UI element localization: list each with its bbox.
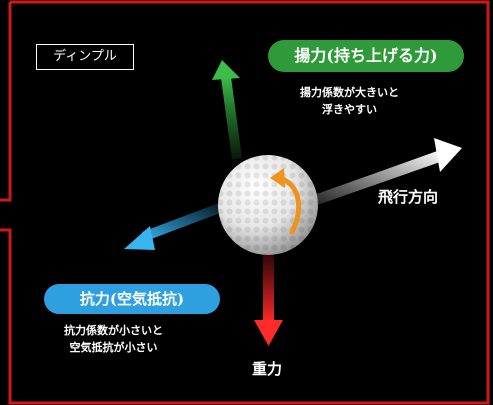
golf-ball — [218, 155, 318, 255]
drag-description: 抗力係数が小さいと 空気抵抗が小さい — [64, 322, 163, 356]
drag-title-badge: 抗力(空気抵抗) — [44, 284, 220, 314]
drag-description-line-1: 抗力係数が小さいと — [64, 324, 163, 337]
dimple-label: ディンプル — [36, 44, 134, 70]
drag-description-line-2: 空気抵抗が小さい — [69, 341, 158, 354]
lift-description-line-1: 揚力係数が大きいと — [300, 86, 399, 99]
flight-arrow — [300, 138, 462, 210]
lift-title-badge: 揚力(持ち上げる力) — [268, 40, 464, 72]
drag-arrow — [124, 201, 228, 250]
lift-description-line-2: 浮きやすい — [322, 103, 377, 116]
flight-direction-label: 飛行方向 — [378, 188, 439, 206]
spin-arrow — [270, 168, 302, 235]
lift-arrow — [212, 60, 242, 160]
gravity-label: 重力 — [252, 360, 283, 378]
lift-description: 揚力係数が大きいと 浮きやすい — [300, 84, 399, 118]
gravity-arrow — [254, 248, 283, 346]
